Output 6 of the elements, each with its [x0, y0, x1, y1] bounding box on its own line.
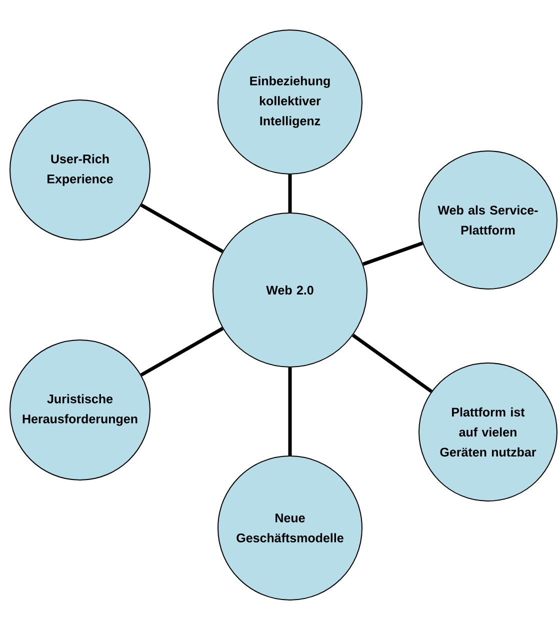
connector-line [352, 334, 433, 393]
connector-line [362, 242, 424, 266]
connector-line [288, 174, 292, 212]
connector-line [288, 368, 292, 456]
connector-line [140, 203, 224, 254]
connector-line [140, 326, 224, 377]
